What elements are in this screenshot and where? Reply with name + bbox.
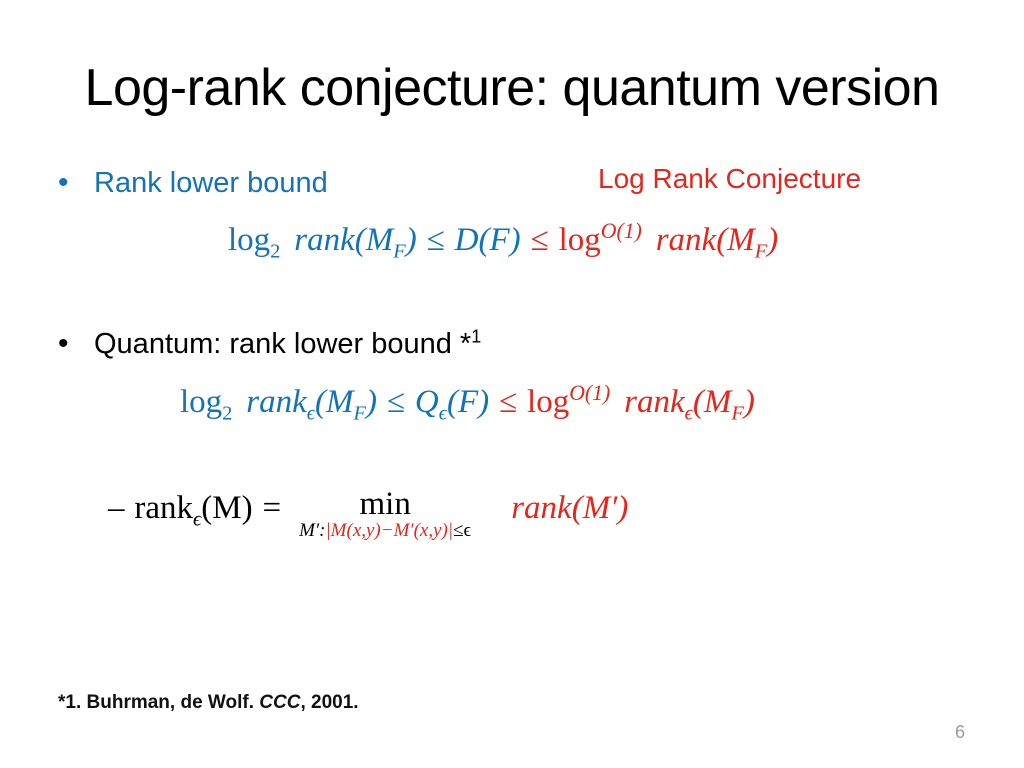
log-operator-red: log: [527, 384, 570, 420]
log-base: 2: [270, 240, 281, 263]
matrix-M-prime: M′: [582, 490, 618, 526]
Q-epsilon-subscript: ϵ: [438, 402, 447, 425]
leq-sign-red: ≤: [530, 222, 549, 258]
paren-close-red: ): [617, 490, 629, 526]
page-title: Log-rank conjecture: quantum version: [84, 59, 940, 117]
rank-operator: rank: [246, 384, 307, 420]
footnote-reference-superscript: 1: [471, 326, 482, 347]
bullet-marker-icon: •: [58, 327, 69, 360]
matrix-M: M: [365, 222, 394, 258]
bullet-label-quantum-rank-lower-bound: Quantum: rank lower bound *1: [94, 326, 482, 361]
rank-operator-red: rank: [511, 490, 572, 526]
formula-approximate-rank-definition: –rankϵ(M)= min M′:|M(x,y)−M′(x,y)|≤ϵ ran…: [108, 486, 628, 541]
paren-close: ): [405, 222, 417, 258]
matrix-M-subscript: F: [353, 402, 366, 425]
paren-open: (: [314, 384, 326, 420]
paren-open: (: [354, 222, 366, 258]
matrix-M: M: [325, 384, 354, 420]
min-operator-group: min M′:|M(x,y)−M′(x,y)|≤ϵ: [299, 486, 472, 541]
matrix-M-subscript-red: F: [754, 240, 768, 263]
min-condition: M′:|M(x,y)−M′(x,y)|≤ϵ: [299, 519, 472, 541]
leq-sign-red: ≤: [499, 384, 518, 420]
rank-operator-red: rank: [655, 222, 717, 258]
min-operator: min: [359, 486, 411, 522]
bullet-item-rank-lower-bound: • Rank lower bound: [58, 166, 328, 200]
footnote-venue: CCC: [259, 692, 301, 713]
matrix-M-subscript-red: F: [731, 402, 744, 425]
log-operator-red: log: [558, 222, 601, 258]
Q-symbol: Q: [414, 384, 439, 420]
rank-epsilon-subscript: ϵ: [193, 508, 202, 531]
bullet-item-quantum-rank-lower-bound: • Quantum: rank lower bound *1: [58, 326, 482, 361]
formula-1-red-part: ≤logO(1) rank(MF): [530, 219, 779, 262]
min-condition-variable: M′:: [299, 519, 326, 541]
formula-2-red-part: ≤logO(1) rankϵ(MF): [499, 381, 755, 424]
rank-operator-red: rank: [624, 384, 685, 420]
bullet-marker-icon: •: [58, 166, 69, 199]
bullet-label-rank-lower-bound: Rank lower bound: [94, 167, 328, 199]
D-paren-close: ): [509, 222, 521, 258]
sub-bullet-dash: –: [108, 490, 125, 526]
matrix-M-subscript: F: [393, 240, 406, 263]
leq-sign: ≤: [426, 222, 445, 258]
rank-epsilon-subscript: ϵ: [306, 402, 315, 425]
log-operator: log: [228, 222, 271, 258]
matrix-M-red: M: [703, 384, 732, 420]
Q-paren-open: (: [446, 384, 458, 420]
function-F: F: [489, 222, 510, 258]
rank-operator: rank: [294, 222, 355, 258]
paren-open: (: [201, 490, 213, 526]
matrix-M: M: [212, 490, 242, 526]
leq-sign: ≤: [386, 384, 405, 420]
min-condition-epsilon-bound: ≤ϵ: [453, 519, 472, 541]
footnote-citation: *1. Buhrman, de Wolf. CCC, 2001.: [58, 692, 359, 714]
paren-open-red: (: [716, 222, 728, 258]
function-F: F: [457, 384, 479, 420]
paren-close-red: ): [767, 222, 779, 258]
D-paren-open: (: [478, 222, 490, 258]
footnote-prefix: *1. Buhrman, de Wolf.: [58, 692, 260, 713]
paren-open-red: (: [571, 490, 583, 526]
D-symbol: D: [454, 222, 479, 258]
paren-close-red: ): [743, 384, 755, 420]
log-exponent: O(1): [600, 219, 642, 243]
rank-epsilon-subscript-red: ϵ: [684, 402, 693, 425]
log-operator: log: [180, 384, 223, 420]
paren-close: ): [241, 490, 253, 526]
bullet-label-text: Quantum: rank lower bound *: [94, 328, 472, 360]
formula-3-right-hand-side: rank(M′): [511, 488, 628, 525]
page-number: 6: [954, 722, 965, 742]
min-condition-distance-expression: |M(x,y)−M′(x,y)|: [325, 519, 454, 541]
matrix-M-red: M: [727, 222, 755, 258]
log-exponent: O(1): [569, 381, 611, 405]
log-base: 2: [222, 402, 233, 425]
paren-open-red: (: [692, 384, 704, 420]
log-rank-conjecture-heading: Log Rank Conjecture: [598, 163, 862, 194]
paren-close: ): [365, 384, 377, 420]
Q-paren-close: ): [478, 384, 490, 420]
equals-sign: =: [262, 490, 282, 526]
rank-operator: rank: [134, 490, 194, 526]
formula-3-left-hand-side: –rankϵ(M)=: [108, 488, 282, 530]
footnote-suffix: , 2001.: [300, 692, 359, 713]
